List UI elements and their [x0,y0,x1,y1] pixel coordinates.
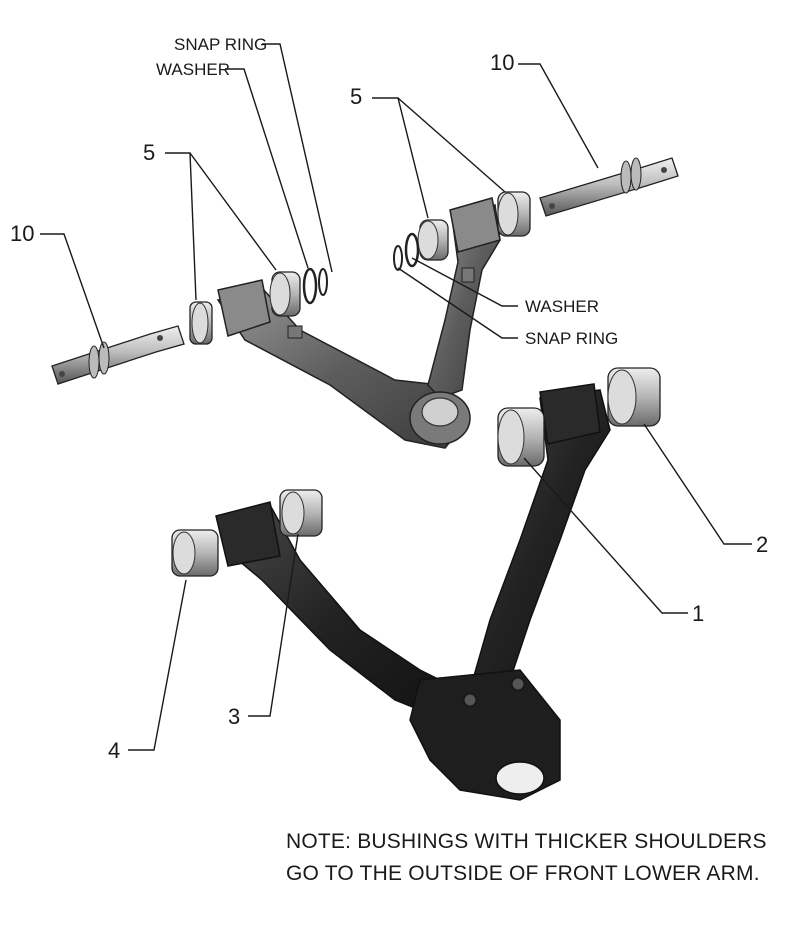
callout-5-left: 5 [143,140,155,165]
upper-left-snap-ring [318,268,328,296]
lower-bushing-3 [279,489,323,537]
upper-control-arm [216,197,501,449]
washer-mid-label: WASHER [525,297,599,316]
lower-bushing-2 [607,367,661,427]
upper-right-inner-bushing [417,219,449,261]
callout-10-left: 10 [10,221,34,246]
upper-left-inner-bushing [189,301,213,345]
note-line-1: NOTE: BUSHINGS WITH THICKER SHOULDERS [286,830,767,853]
upper-right-snap-ring [393,245,403,271]
callout-1: 1 [692,601,704,626]
assembly-note: NOTE: BUSHINGS WITH THICKER SHOULDERS GO… [286,826,767,890]
callout-4: 4 [108,738,120,763]
snap-ring-mid-label: SNAP RING [525,329,618,348]
lower-control-arm [215,383,611,801]
lower-bushing-4 [171,529,219,577]
callout-2: 2 [756,532,768,557]
snap-ring-top-label: SNAP RING [174,35,267,54]
washer-top-label: WASHER [156,60,230,79]
callout-10-right: 10 [490,50,514,75]
callout-5-right: 5 [350,84,362,109]
leader-lines [40,43,752,751]
upper-left-washer [302,267,318,305]
right-pivot-shaft [539,157,679,217]
left-pivot-shaft [51,325,185,385]
callout-3: 3 [228,704,240,729]
upper-right-outer-bushing [497,191,531,237]
lower-bushing-1 [497,407,545,467]
upper-right-washer [404,232,420,268]
note-line-2: GO TO THE OUTSIDE OF FRONT LOWER ARM. [286,862,760,885]
upper-left-outer-bushing [269,271,301,317]
